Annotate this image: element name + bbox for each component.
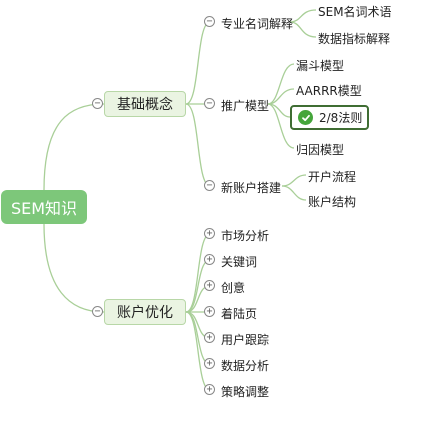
leaf-open-account-flow[interactable]: 开户流程 (308, 170, 357, 184)
checkmark-icon (298, 110, 313, 125)
leaf-attribution-model[interactable]: 归因模型 (296, 143, 345, 157)
leaf-sem-terms[interactable]: SEM名词术语 (318, 5, 392, 19)
expand-icon[interactable]: + (204, 384, 215, 395)
collapse-icon[interactable]: − (204, 98, 215, 109)
expand-icon[interactable]: + (204, 358, 215, 369)
leaf-metric-explanation[interactable]: 数据指标解释 (318, 32, 391, 46)
root-node[interactable]: SEM知识 (1, 190, 87, 224)
expand-icon[interactable]: + (204, 228, 215, 239)
node-market-analysis[interactable]: 市场分析 (221, 229, 270, 243)
leaf-pareto-rule-label: 2/8法则 (319, 111, 363, 125)
expand-icon[interactable]: + (204, 332, 215, 343)
leaf-aarrr-model[interactable]: AARRR模型 (296, 84, 362, 98)
node-basic-concepts[interactable]: 基础概念 (104, 91, 186, 117)
node-new-account[interactable]: 新账户搭建 (221, 181, 282, 195)
collapse-icon[interactable]: − (204, 16, 215, 27)
leaf-funnel-model[interactable]: 漏斗模型 (296, 59, 345, 73)
collapse-icon[interactable]: − (92, 98, 103, 109)
collapse-icon[interactable]: − (92, 306, 103, 317)
leaf-pareto-rule-selected[interactable]: 2/8法则 (290, 105, 369, 130)
connector-basic-newacct (185, 103, 211, 187)
collapse-icon[interactable]: − (204, 180, 215, 191)
expand-icon[interactable]: + (204, 254, 215, 265)
connector-root-basic (43, 103, 105, 191)
node-user-tracking[interactable]: 用户跟踪 (221, 333, 270, 347)
node-creative[interactable]: 创意 (221, 281, 246, 295)
expand-icon[interactable]: + (204, 306, 215, 317)
node-strategy-adjustment[interactable]: 策略调整 (221, 385, 270, 399)
expand-icon[interactable]: + (204, 280, 215, 291)
node-keywords[interactable]: 关键词 (221, 255, 258, 269)
node-data-analysis[interactable]: 数据分析 (221, 359, 270, 373)
connector-root-account (43, 223, 105, 313)
node-promotion-model[interactable]: 推广模型 (221, 99, 270, 113)
node-term-explanation[interactable]: 专业名词解释 (221, 17, 294, 31)
node-account-optimization[interactable]: 账户优化 (104, 299, 186, 325)
connector-basic-term (185, 21, 211, 105)
leaf-account-structure[interactable]: 账户结构 (308, 195, 357, 209)
node-landing-page[interactable]: 着陆页 (221, 307, 258, 321)
